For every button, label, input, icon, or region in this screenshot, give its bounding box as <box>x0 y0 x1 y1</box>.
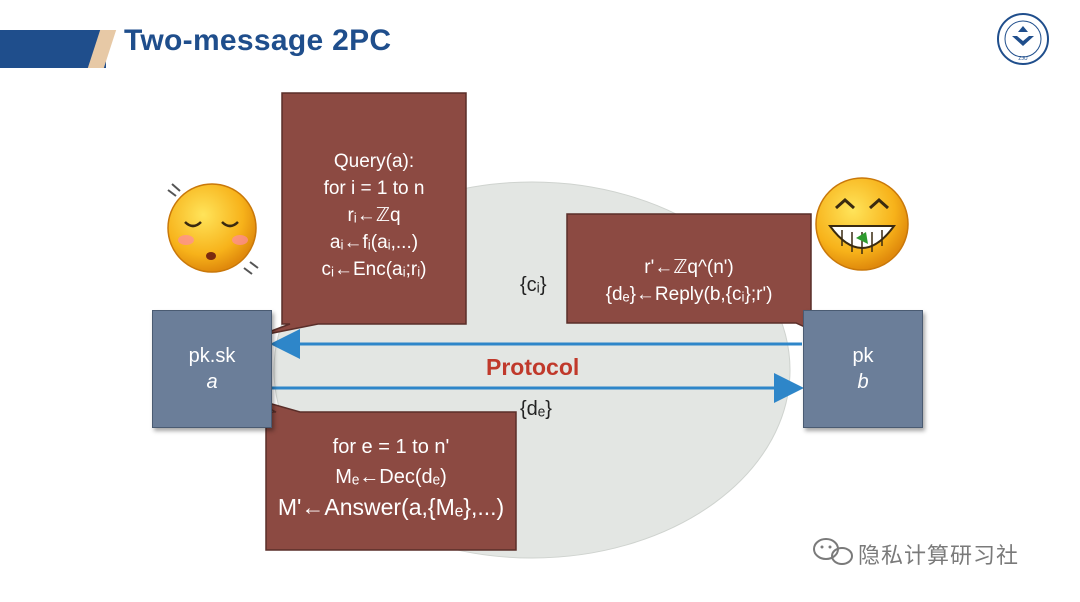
reply-line: {dₑ}←Reply(b,{cᵢ};r') <box>605 284 773 305</box>
sleepy-face-icon <box>167 183 259 275</box>
wechat-icon <box>813 538 853 565</box>
alice-input: a <box>206 371 218 393</box>
grinning-face-icon <box>815 177 909 271</box>
svg-text:ZJU: ZJU <box>1018 56 1028 62</box>
university-logo-icon: ZJU <box>997 13 1049 65</box>
slide-title: Two-message 2PC <box>124 24 392 57</box>
message-label-de: {dₑ} <box>520 398 552 420</box>
query-line: aᵢ←fᵢ(aᵢ,...) <box>329 232 419 253</box>
answer-bubble-text: for e = 1 to n' Mₑ←Dec(dₑ) M'←Answer(a,{… <box>266 432 516 522</box>
bob-party-box: pk b <box>803 310 923 428</box>
query-line: cᵢ←Enc(aᵢ;rᵢ) <box>321 259 427 280</box>
reply-line: r'←ℤq^(n') <box>644 257 734 278</box>
answer-line: for e = 1 to n' <box>332 436 450 458</box>
query-line: rᵢ←ℤq <box>347 205 401 226</box>
bob-key: pk <box>852 345 874 367</box>
reply-bubble-text: r'←ℤq^(n') {dₑ}←Reply(b,{cᵢ};r') <box>567 254 811 308</box>
protocol-label: Protocol <box>486 354 580 380</box>
watermark-text: 隐私计算研习社 <box>858 543 1020 568</box>
query-line: for i = 1 to n <box>323 178 425 199</box>
alice-keys: pk.sk <box>188 345 236 367</box>
alice-party-box: pk.sk a <box>152 310 272 428</box>
query-bubble-text: Query(a): for i = 1 to n rᵢ←ℤq aᵢ←fᵢ(aᵢ,… <box>282 148 466 283</box>
query-line: Query(a): <box>333 151 415 172</box>
title-bar-decoration <box>0 30 106 68</box>
answer-line: Mₑ←Dec(dₑ) <box>335 466 447 488</box>
answer-line: M'←Answer(a,{Mₑ},...) <box>277 494 505 520</box>
message-label-ci: {cᵢ} <box>520 274 547 296</box>
bob-input: b <box>857 371 869 393</box>
